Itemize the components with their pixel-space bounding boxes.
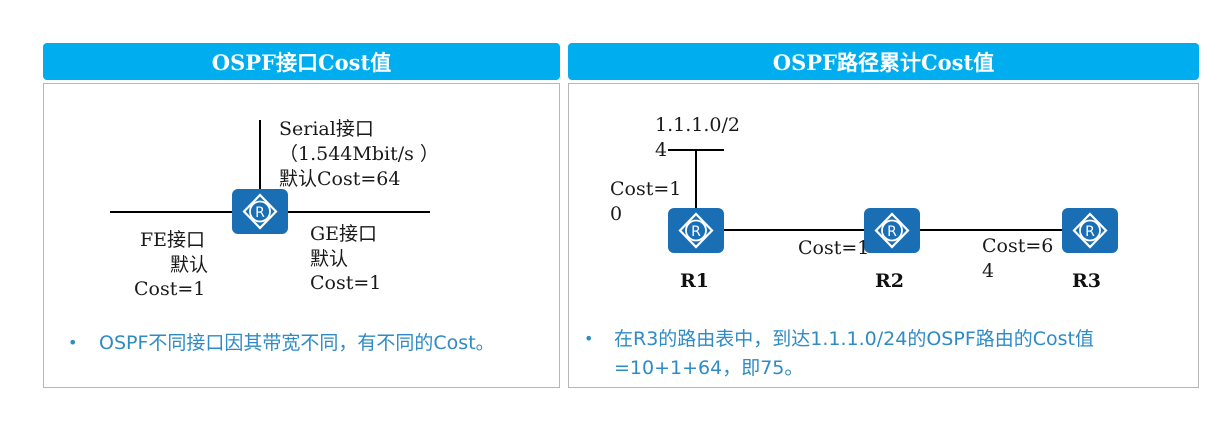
r2-r3-link-line xyxy=(920,229,1062,231)
right-panel-title: OSPF路径累计Cost值 xyxy=(772,49,995,75)
bullet-dot: • xyxy=(584,329,594,348)
cost-r1-network-label: Cost=1 xyxy=(610,178,682,200)
router-r2-icon: R xyxy=(864,208,920,253)
right-bullet-line-1: 在R3的路由表中，到达1.1.1.0/24的OSPF路由的Cost值 xyxy=(614,328,1094,350)
network-prefix-label-wrap: 4 xyxy=(655,139,668,161)
r1-network-link-line xyxy=(695,150,697,210)
router-letter: R xyxy=(887,224,897,240)
router-r2-label: R2 xyxy=(875,270,905,292)
router-r1-label: R1 xyxy=(680,270,710,292)
serial-link-line xyxy=(259,120,261,192)
cost-r2-r3-label-wrap: 4 xyxy=(982,260,995,282)
left-panel-body xyxy=(43,83,560,388)
serial-bandwidth-label: （1.544Mbit/s ） xyxy=(279,143,439,165)
router-r3-label: R3 xyxy=(1072,270,1102,292)
ge-interface-label: GE接口 xyxy=(310,223,378,245)
cost-r1-network-label-wrap: 0 xyxy=(610,203,623,225)
fe-interface-label: FE接口 xyxy=(140,229,206,251)
cost-r2-r3-label: Cost=6 xyxy=(982,235,1054,257)
fe-default-label: 默认 xyxy=(170,254,209,276)
cost-r1-r2-label: Cost=1 xyxy=(798,237,870,259)
router-letter: R xyxy=(255,205,265,221)
router-letter: R xyxy=(691,224,701,240)
fe-cost-label: Cost=1 xyxy=(134,278,206,300)
left-bullet-text: OSPF不同接口因其带宽不同，有不同的Cost。 xyxy=(99,332,495,354)
right-panel-header: OSPF路径累计Cost值 xyxy=(568,43,1199,80)
r1-r2-link-line xyxy=(724,229,866,231)
router-letter: R xyxy=(1085,224,1095,240)
serial-cost-label: 默认Cost=64 xyxy=(279,168,401,190)
ge-default-label: 默认 xyxy=(310,248,349,270)
left-panel-title: OSPF接口Cost值 xyxy=(211,49,392,75)
ge-cost-label: Cost=1 xyxy=(310,272,382,294)
network-prefix-label: 1.1.1.0/2 xyxy=(655,114,740,136)
right-bullet-line-2: =10+1+64，即75。 xyxy=(614,357,804,379)
bullet-dot: • xyxy=(68,333,78,352)
router-r1-icon: R xyxy=(668,208,724,253)
serial-interface-label: Serial接口 xyxy=(279,118,374,140)
left-panel-header: OSPF接口Cost值 xyxy=(43,43,560,80)
router-icon: R xyxy=(232,189,288,234)
router-r3-icon: R xyxy=(1062,208,1118,253)
